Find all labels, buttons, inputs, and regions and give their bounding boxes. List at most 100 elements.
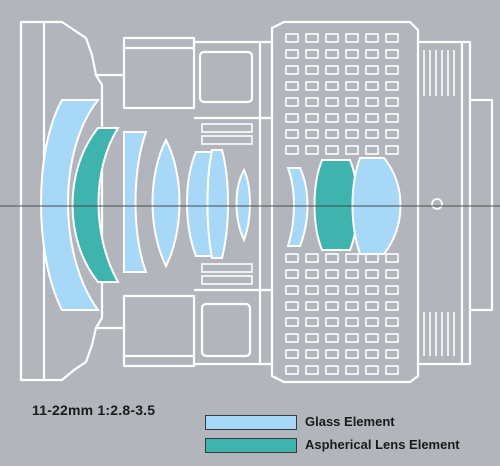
grip-cell [285,317,299,327]
grip-cell [305,285,319,295]
grip-cell [305,145,319,155]
grip-cell [285,33,299,43]
grip-cell [365,253,379,263]
grip-cell [305,81,319,91]
rear-mount [418,40,472,366]
barrel-slot [201,123,253,133]
grip-cell [385,81,399,91]
barrel-slot [201,135,253,145]
grip-cell [305,33,319,43]
aspherical-element-label: Aspherical Lens Element [305,437,460,452]
aspherical-element-1 [71,127,120,283]
grip-cell [345,49,359,59]
grip-cell [385,129,399,139]
mid-barrel-window-bottom [200,302,252,358]
grip-cell [325,317,339,327]
front-hood [19,20,104,382]
grip-cell [305,349,319,359]
grip-cell [385,301,399,311]
grip-cell [385,349,399,359]
grip-cell [385,65,399,75]
grip-cell [365,113,379,123]
grip-cell [385,333,399,343]
grip-cell [365,33,379,43]
glass-element-5 [206,149,229,259]
glass-element-swatch [205,415,297,430]
focus-ring [270,20,420,384]
grip-cell [365,285,379,295]
lens-cross-section-diagram [0,20,500,384]
grip-cell [285,301,299,311]
grip-cell [365,81,379,91]
grip-cell [305,317,319,327]
grip-cell [285,49,299,59]
grip-cell [305,49,319,59]
rear-mount-ridges [423,50,455,356]
grip-cell [325,349,339,359]
grip-cell [325,301,339,311]
mid-barrel-window-top [198,50,254,104]
grip-cell [285,269,299,279]
legend: Glass Element Aspherical Lens Element [205,413,495,459]
grip-cell [365,365,379,375]
grip-cell [325,129,339,139]
grip-cell [325,285,339,295]
grip-cell [385,269,399,279]
grip-cell [385,97,399,107]
grip-cell [325,269,339,279]
grip-cell [305,65,319,75]
grip-cell [305,333,319,343]
grip-cell [365,129,379,139]
grip-cell [345,365,359,375]
barrel-slot [201,263,253,273]
grip-cell [325,33,339,43]
glass-element-6 [235,167,251,243]
glass-element-1 [40,99,101,311]
grip-cell [305,113,319,123]
grip-cell [385,33,399,43]
barrel-slot [201,275,253,285]
grip-cell [285,145,299,155]
grip-cell [345,253,359,263]
grip-cell [345,317,359,327]
grip-cell [325,65,339,75]
grip-cell [305,269,319,279]
grip-cell [305,365,319,375]
grip-cell [345,129,359,139]
grip-cell [285,97,299,107]
grip-cell [325,145,339,155]
grip-cell [285,65,299,75]
grip-cell [285,285,299,295]
grip-cell [345,81,359,91]
grip-cell [385,49,399,59]
grip-cell [345,145,359,155]
grip-cell [345,97,359,107]
zoom-ring [122,36,196,110]
grip-cell [365,317,379,327]
grip-cell [345,333,359,343]
grip-cell [305,129,319,139]
grip-cell [325,333,339,343]
grip-cell [285,129,299,139]
grip-cell [285,113,299,123]
grip-cell [325,97,339,107]
glass-element-label: Glass Element [305,414,395,429]
grip-cell [325,81,339,91]
lens-elements [40,99,402,311]
grip-cell [305,301,319,311]
glass-element-2 [123,131,148,273]
grip-cell [285,333,299,343]
rear-cap [470,98,494,312]
grip-cell [365,145,379,155]
grip-cell [345,285,359,295]
legend-item-aspherical: Aspherical Lens Element [205,436,495,456]
grip-cell [385,113,399,123]
grip-cell [365,349,379,359]
grip-cell [345,269,359,279]
grip-cell [285,365,299,375]
zoom-ring-lower [122,294,196,368]
grip-cell [345,65,359,75]
aspherical-element-swatch [205,438,297,453]
grip-cell [385,253,399,263]
grip-cell [385,285,399,295]
